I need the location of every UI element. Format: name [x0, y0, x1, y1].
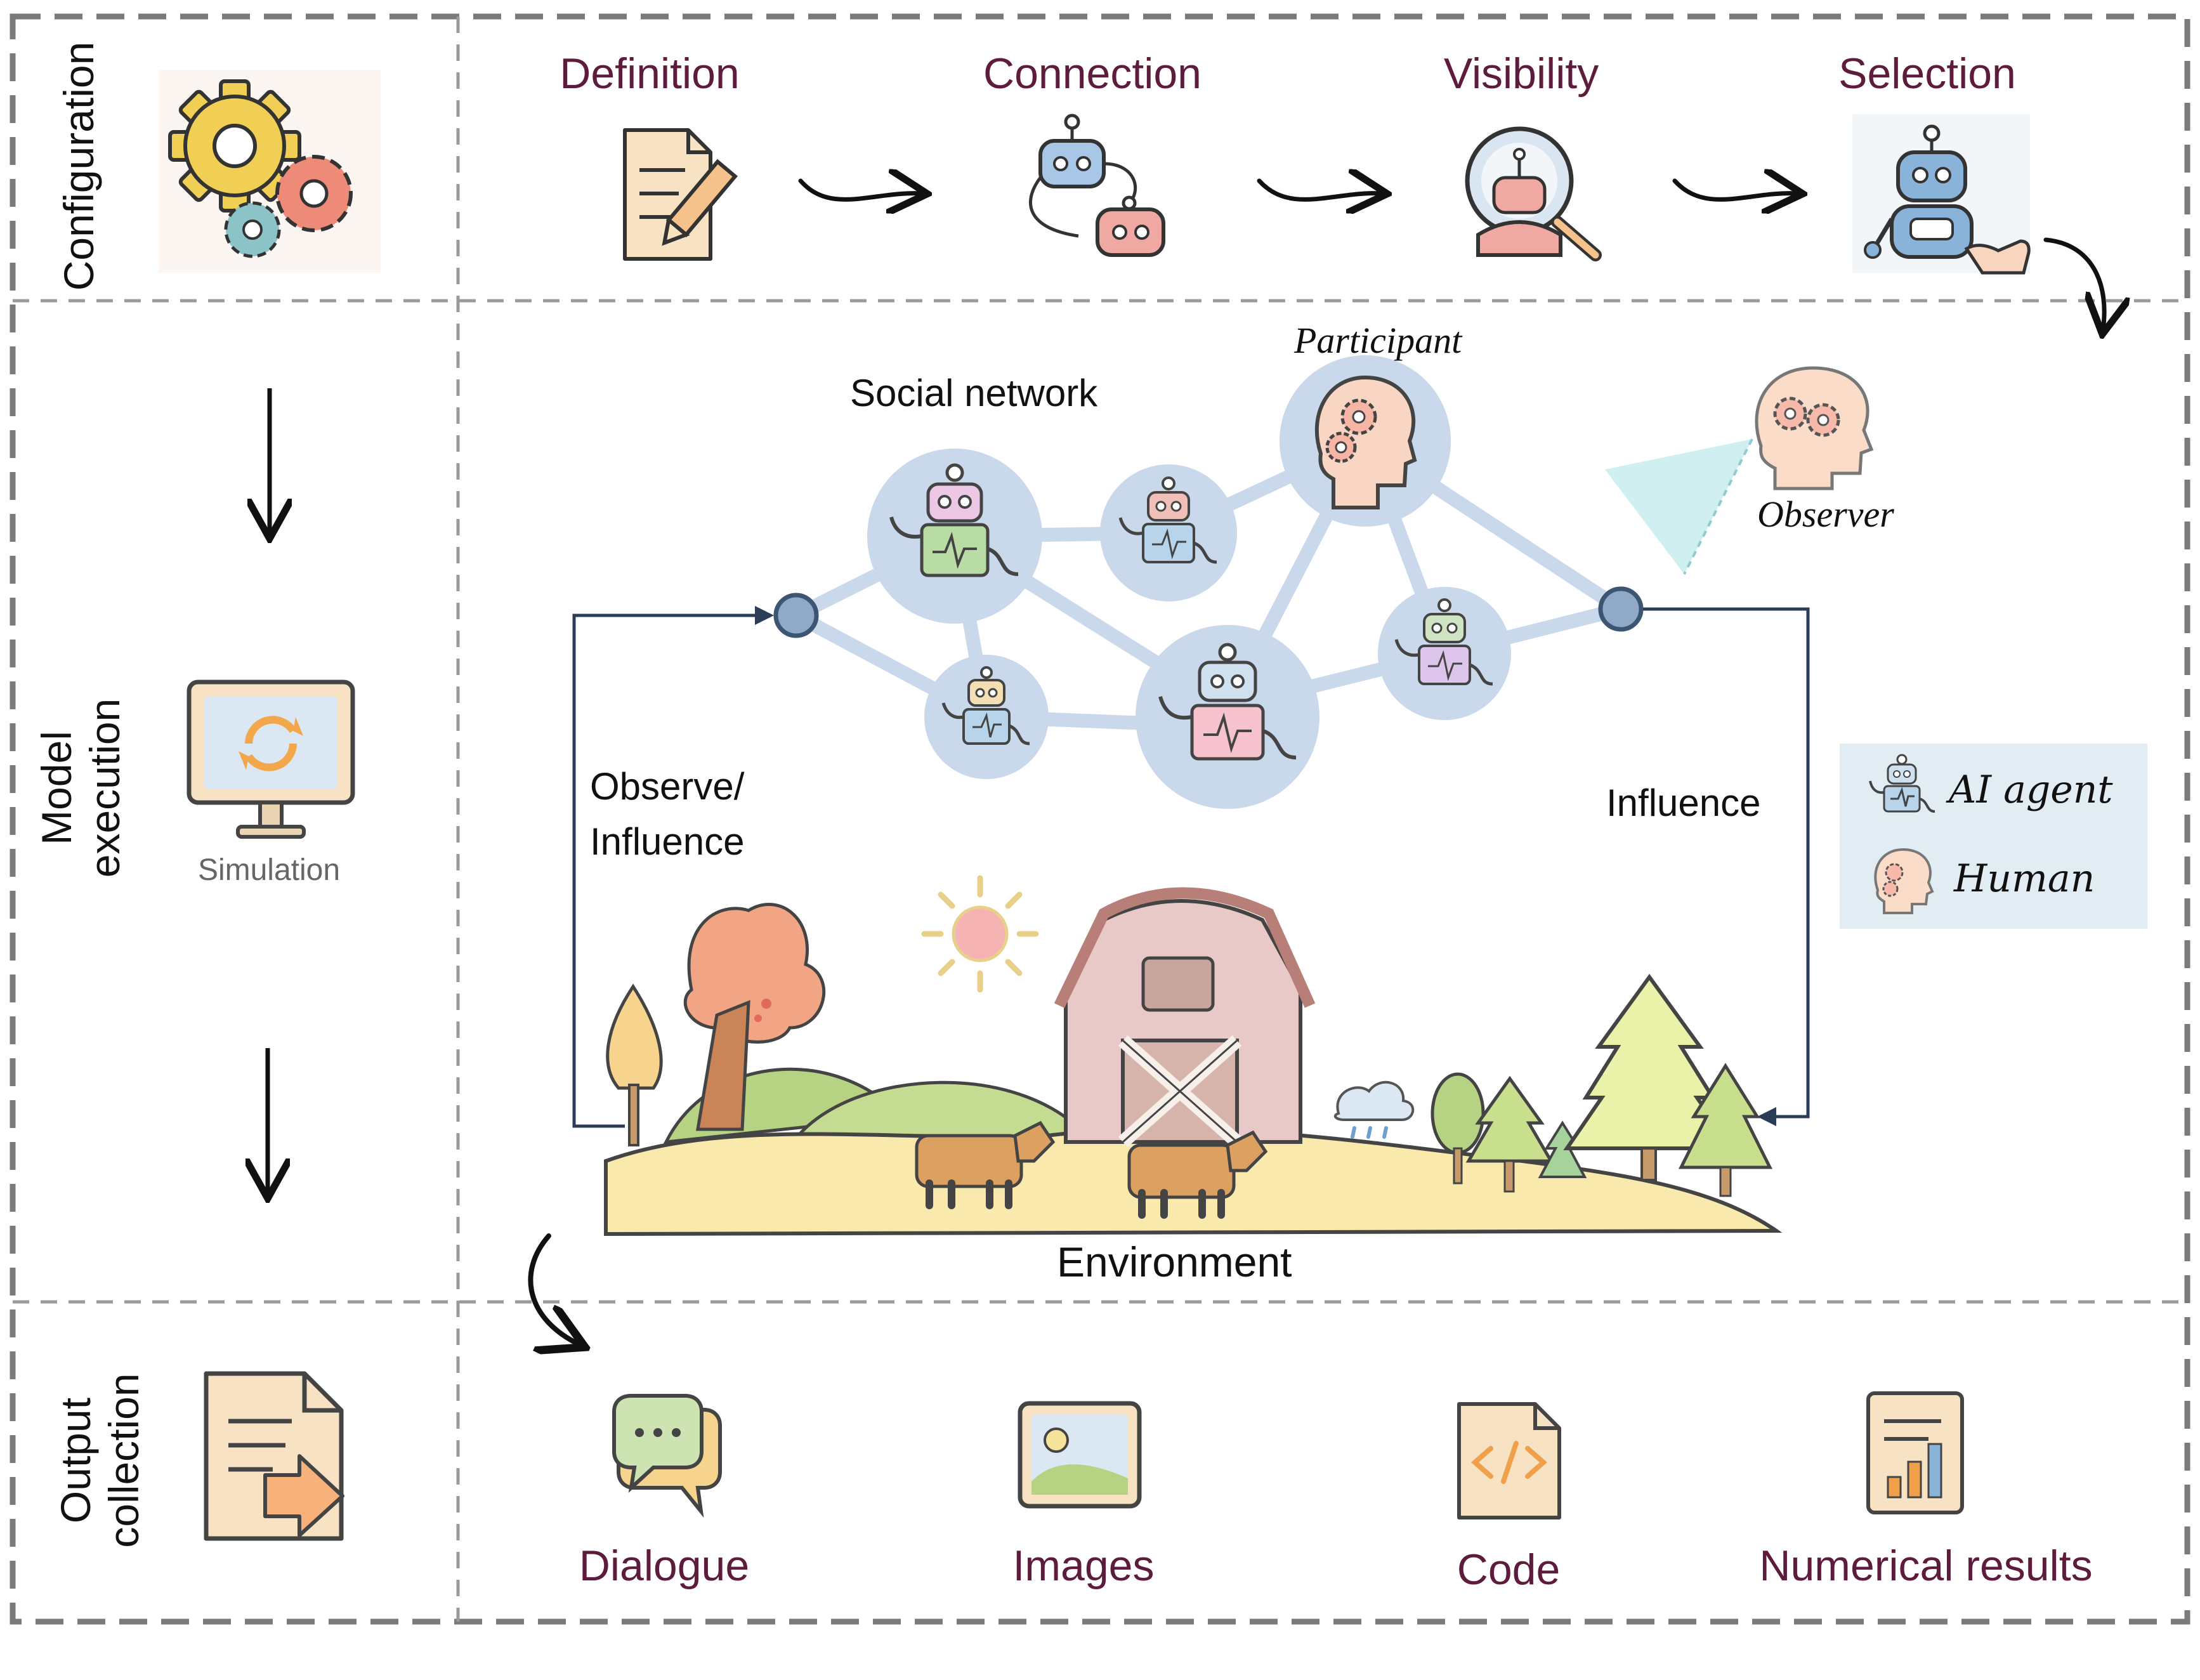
ai-agent-node-3	[924, 655, 1049, 779]
row-title-output-collection-line2: collection	[100, 1373, 147, 1548]
step-label-visibility: Visibility	[1443, 49, 1599, 98]
step-label-definition: Definition	[560, 49, 740, 98]
observe-influence-label: Observe/ Influence	[590, 759, 745, 869]
output-document-icon	[204, 1371, 344, 1541]
network-exit-node	[1598, 586, 1644, 632]
observe-influence-line	[572, 606, 774, 1128]
arrow-visibility-to-selection	[1672, 181, 1798, 199]
environment-label: Environment	[1057, 1238, 1292, 1285]
cow-2	[1127, 1130, 1268, 1219]
definition-document-icon	[623, 128, 738, 261]
config-flow-arrows	[798, 181, 2104, 330]
frame	[10, 13, 2190, 1625]
tree-yellow	[606, 983, 663, 1146]
legend-human-icon	[1874, 848, 1934, 914]
step-label-connection: Connection	[983, 49, 1202, 98]
observer-label: Observer	[1757, 494, 1894, 535]
row-title-model-execution: Model execution	[33, 699, 129, 878]
observer-human-icon	[1755, 366, 1874, 490]
legend-ai-agent-icon	[1869, 754, 1935, 813]
step-label-selection: Selection	[1838, 49, 2016, 98]
legend-ai-agent-label: AI agent	[1949, 768, 2113, 812]
output-label-numerical-results: Numerical results	[1759, 1542, 2093, 1590]
row-title-output-collection-line1: Output	[52, 1397, 100, 1524]
observer-view-cone	[1605, 438, 1753, 575]
gears-icon	[159, 70, 381, 273]
arrow-execution-to-outputs	[528, 1233, 580, 1345]
environment-scene	[604, 875, 1783, 1237]
barn	[1054, 887, 1316, 1148]
row-title-output-collection: Output collection	[52, 1373, 148, 1547]
selection-robot-hand-icon	[1852, 114, 2031, 275]
numerical-results-report-icon	[1866, 1391, 1964, 1514]
influence-line	[1643, 607, 1810, 1126]
down-arrows	[268, 388, 270, 1194]
ai-agent-node-5	[1378, 587, 1511, 720]
simulation-monitor-icon	[187, 679, 355, 839]
observe-influence-line2: Influence	[590, 820, 745, 863]
feedback-lines	[572, 606, 1810, 1128]
row-title-configuration: Configuration	[55, 41, 103, 291]
legend-human-label: Human	[1954, 856, 2095, 901]
output-label-dialogue: Dialogue	[579, 1542, 750, 1590]
network-entry-node	[773, 593, 819, 638]
ai-agent-node-1	[867, 449, 1042, 624]
arrow-connection-to-visibility	[1257, 181, 1383, 199]
output-label-code: Code	[1457, 1545, 1561, 1594]
trees-right	[1431, 973, 1773, 1197]
legend	[1840, 744, 2147, 929]
code-file-icon	[1457, 1402, 1561, 1519]
output-label-images: Images	[1012, 1542, 1155, 1590]
connection-robots-icon	[1029, 114, 1165, 257]
cow-1	[915, 1120, 1056, 1209]
tree-orange	[683, 903, 825, 1131]
network-nodes	[867, 355, 1511, 809]
images-picture-icon	[1018, 1401, 1142, 1509]
dialogue-bubbles-icon	[612, 1394, 722, 1518]
participant-human-node	[1280, 355, 1451, 527]
visibility-magnifier-icon	[1465, 126, 1602, 261]
row-title-model-execution-line2: execution	[81, 698, 128, 878]
simulation-label: Simulation	[197, 853, 341, 887]
arrow-selection-to-execution	[2043, 237, 2104, 330]
rain-cloud-icon	[1333, 1080, 1415, 1139]
ai-agent-node-4	[1136, 625, 1319, 809]
observe-influence-line1: Observe/	[590, 765, 745, 808]
outer-border	[10, 13, 2190, 1625]
row-title-model-execution-line1: Model	[33, 731, 81, 845]
social-network-label: Social network	[850, 372, 1098, 414]
ai-agent-node-2	[1100, 464, 1237, 601]
arrow-definition-to-connection	[798, 181, 923, 199]
influence-label: Influence	[1606, 782, 1761, 824]
participant-label: Participant	[1294, 320, 1462, 361]
sun-icon	[921, 875, 1039, 993]
